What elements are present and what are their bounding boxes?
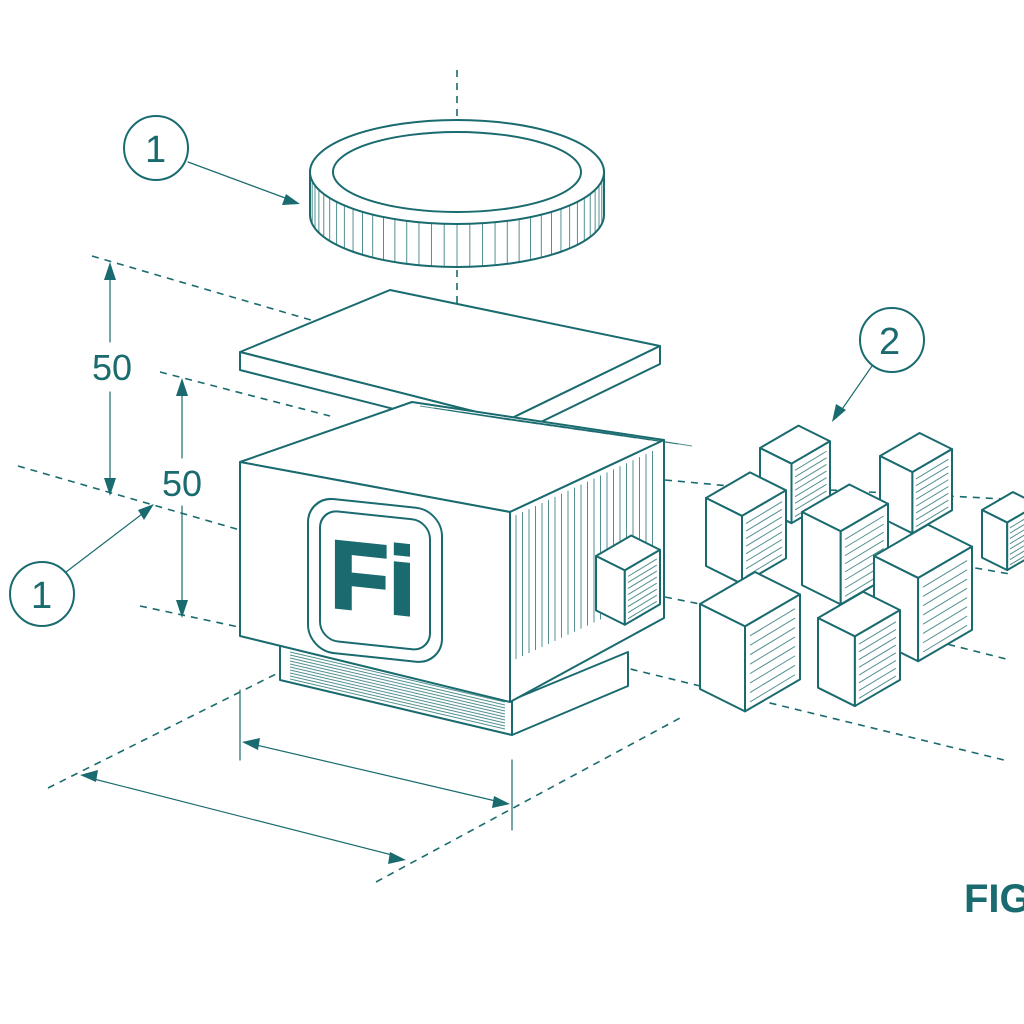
dimension-outer-height: 50 [92, 347, 132, 388]
figure-label: FIG [964, 877, 1024, 921]
cube-9 [817, 590, 901, 708]
callout-label-top: 1 [145, 129, 166, 171]
callout-label-left: 1 [31, 575, 52, 617]
cube-2 [879, 431, 953, 535]
callout-left-base: 1 [9, 504, 154, 627]
main-box: Fi [239, 401, 693, 736]
cube-8 [699, 571, 801, 713]
cube-3 [705, 471, 787, 585]
callout-cubes: 2 [832, 307, 925, 422]
callout-label-cubes: 2 [879, 321, 900, 363]
dimension-arrows [80, 262, 513, 864]
callout-top-coin: 1 [123, 115, 300, 205]
logo-text: Fi [330, 521, 415, 637]
cubes-cluster [595, 424, 1024, 713]
coin-part [309, 119, 605, 268]
cube-6 [981, 491, 1024, 572]
dimension-inner-height: 50 [162, 463, 202, 504]
cube-5 [595, 534, 661, 626]
